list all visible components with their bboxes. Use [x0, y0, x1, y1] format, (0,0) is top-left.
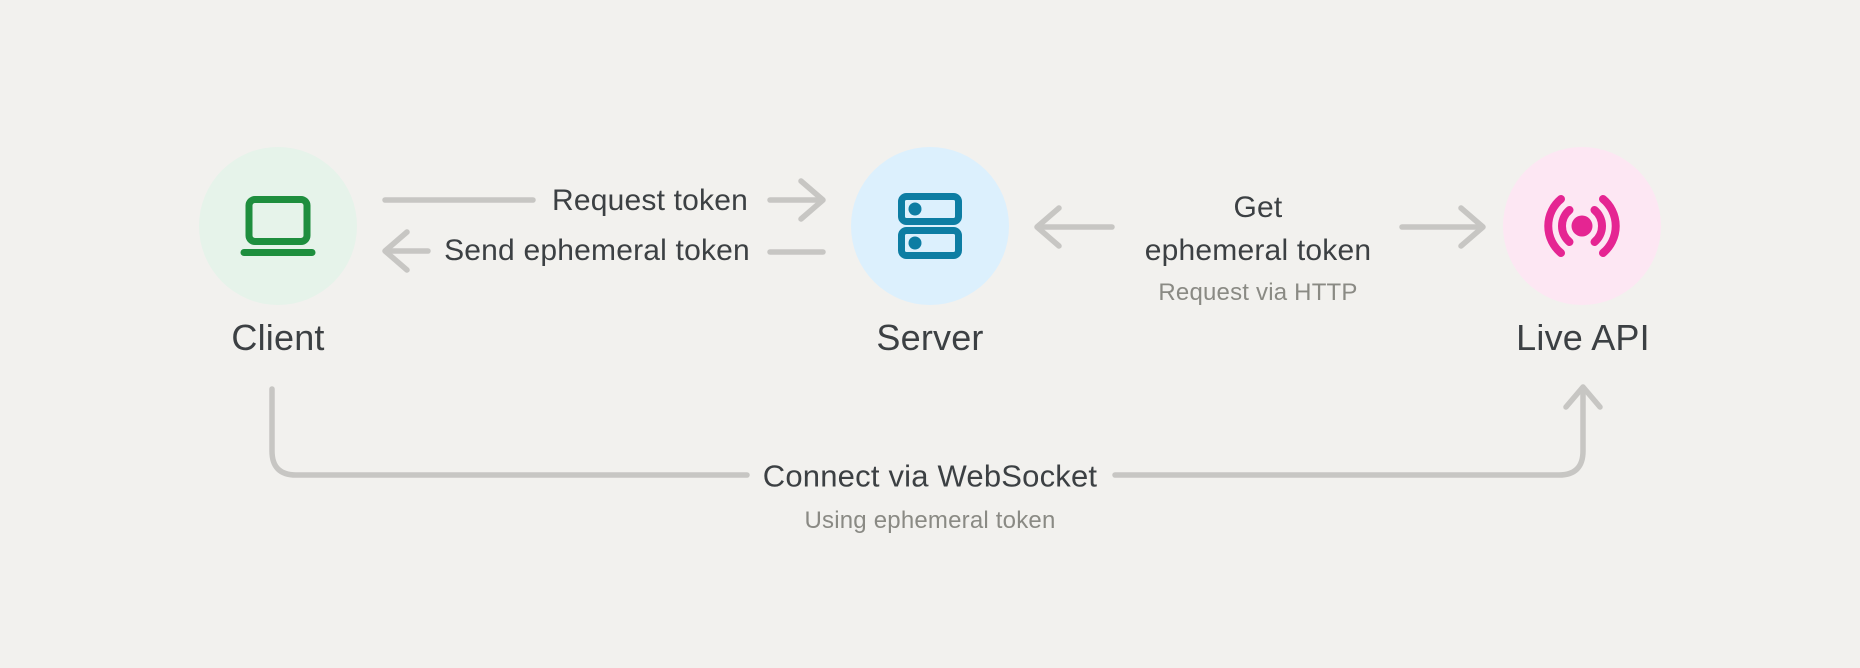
live-api-label: Live API: [1516, 317, 1650, 358]
request-token-label: Request token: [551, 184, 749, 217]
broadcast-icon: [1544, 195, 1620, 257]
server-circle: [851, 147, 1009, 305]
server-label: Server: [876, 317, 984, 358]
using-ephemeral-token-sublabel: Using ephemeral token: [804, 507, 1056, 534]
server-rack-icon: [898, 193, 962, 259]
get-ephemeral-token-label-line1: Get: [1233, 191, 1283, 224]
connect-websocket-label: Connect via WebSocket: [762, 458, 1098, 494]
request-via-http-sublabel: Request via HTTP: [1158, 279, 1358, 306]
send-ephemeral-token-label: Send ephemeral token: [444, 234, 750, 267]
laptop-icon: [240, 196, 316, 256]
get-ephemeral-token-label-line2: ephemeral token: [1144, 234, 1372, 267]
client-label: Client: [231, 317, 325, 358]
live-api-circle: [1503, 147, 1661, 305]
client-circle: [199, 147, 357, 305]
